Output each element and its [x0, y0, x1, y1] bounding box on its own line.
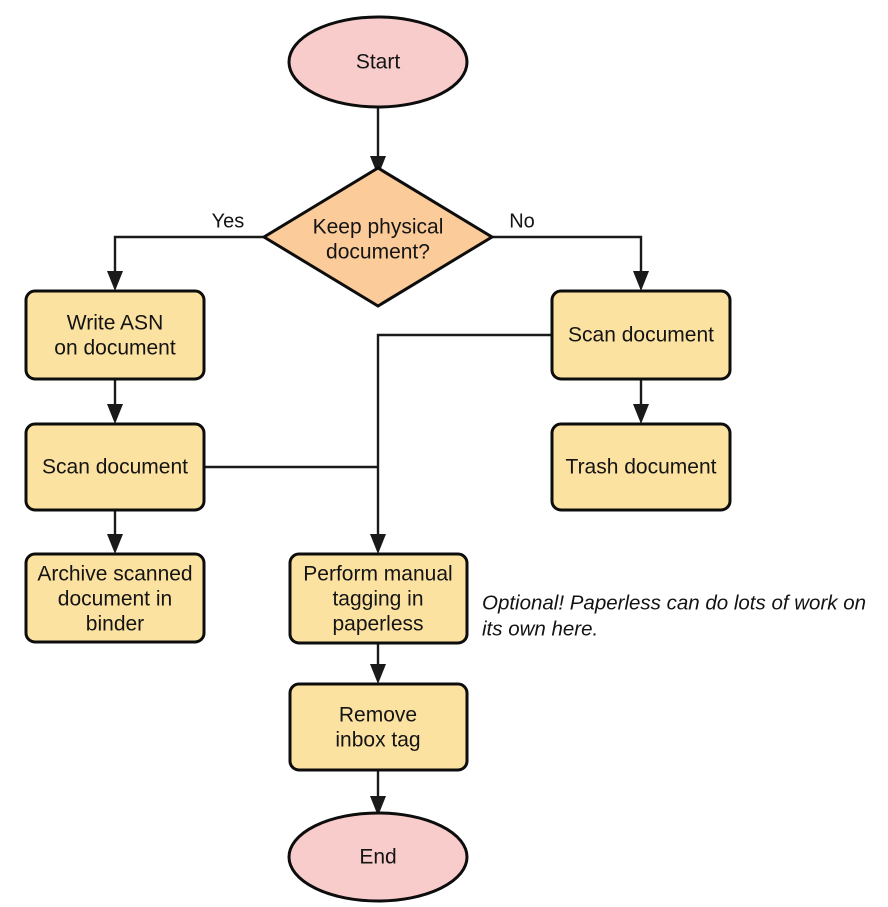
- edge-start-to-decision: [370, 102, 386, 176]
- trash-document-box[interactable]: [550, 422, 732, 512]
- edge-remove-inbox-to-end: [370, 770, 386, 816]
- node-write-asn-line2: on document: [54, 337, 176, 360]
- node-remove-inbox-line1: Remove: [339, 704, 417, 727]
- edge-write-asn-to-scan-left: [107, 378, 123, 424]
- node-archive-line1: Archive scanned: [37, 563, 192, 586]
- node-trash-document[interactable]: Trash document: [550, 422, 732, 512]
- annotation-line1: Optional! Paperless can do lots of work …: [482, 591, 866, 614]
- arrow-head-icon: [633, 271, 649, 291]
- node-archive-line2: document in: [58, 588, 172, 611]
- node-scan-document-right[interactable]: Scan document: [550, 289, 732, 381]
- edge-manual-tagging-to-remove-inbox: [370, 643, 386, 684]
- scan-document-left-box[interactable]: [24, 422, 206, 512]
- node-trash-label: Trash document: [566, 456, 717, 479]
- node-write-asn-line1: Write ASN: [67, 312, 163, 335]
- edge-scan-right-to-trash: [633, 378, 649, 424]
- archive-binder-box[interactable]: [24, 552, 206, 644]
- arrow-head-icon: [633, 404, 649, 424]
- arrow-head-icon: [370, 534, 386, 554]
- node-manual-tagging-line3: paperless: [332, 613, 423, 636]
- node-remove-inbox-tag[interactable]: Remove inbox tag: [288, 682, 469, 772]
- arrow-head-icon: [370, 156, 386, 176]
- edge-label-no: No: [509, 210, 535, 232]
- arrow-head-icon: [370, 664, 386, 684]
- node-start[interactable]: Start: [287, 15, 469, 109]
- edge-decision-no-to-scan-right: [492, 235, 649, 291]
- node-archive-line3: binder: [86, 613, 144, 636]
- node-start-label: Start: [356, 51, 401, 74]
- node-archive-binder[interactable]: Archive scanned document in binder: [24, 552, 206, 644]
- node-remove-inbox-line2: inbox tag: [335, 729, 420, 752]
- node-keep-physical-line2: document?: [326, 241, 430, 264]
- manual-tagging-box[interactable]: [288, 552, 469, 645]
- node-manual-tagging[interactable]: Perform manual tagging in paperless: [288, 552, 469, 645]
- remove-inbox-tag-box[interactable]: [288, 682, 469, 772]
- start-ellipse[interactable]: [287, 15, 469, 109]
- edge-decision-yes-to-write-asn: [107, 235, 264, 291]
- arrow-head-icon: [107, 404, 123, 424]
- edge-scan-right-to-manual-tagging: [370, 333, 552, 554]
- node-keep-physical-document[interactable]: Keep physical document?: [261, 166, 495, 308]
- annotation-line2: its own here.: [482, 617, 598, 640]
- node-scan-document-left[interactable]: Scan document: [24, 422, 206, 512]
- node-end[interactable]: End: [287, 811, 469, 903]
- node-manual-tagging-line1: Perform manual: [303, 563, 452, 586]
- decision-diamond[interactable]: [261, 166, 495, 308]
- scan-document-right-box[interactable]: [550, 289, 732, 381]
- arrow-head-icon: [370, 796, 386, 816]
- node-scan-left-label: Scan document: [42, 456, 188, 479]
- edge-scan-left-to-archive: [107, 510, 123, 554]
- end-ellipse[interactable]: [287, 811, 469, 903]
- edge-label-yes: Yes: [212, 210, 245, 232]
- write-asn-box[interactable]: [24, 289, 206, 381]
- edges-layer: [107, 102, 649, 816]
- node-manual-tagging-line2: tagging in: [332, 588, 423, 611]
- arrow-head-icon: [107, 271, 123, 291]
- annotation-note: Optional! Paperless can do lots of work …: [482, 591, 866, 640]
- node-keep-physical-line1: Keep physical: [313, 216, 444, 239]
- arrow-head-icon: [107, 534, 123, 554]
- node-end-label: End: [359, 846, 396, 869]
- node-write-asn[interactable]: Write ASN on document: [24, 289, 206, 381]
- node-scan-right-label: Scan document: [568, 324, 714, 347]
